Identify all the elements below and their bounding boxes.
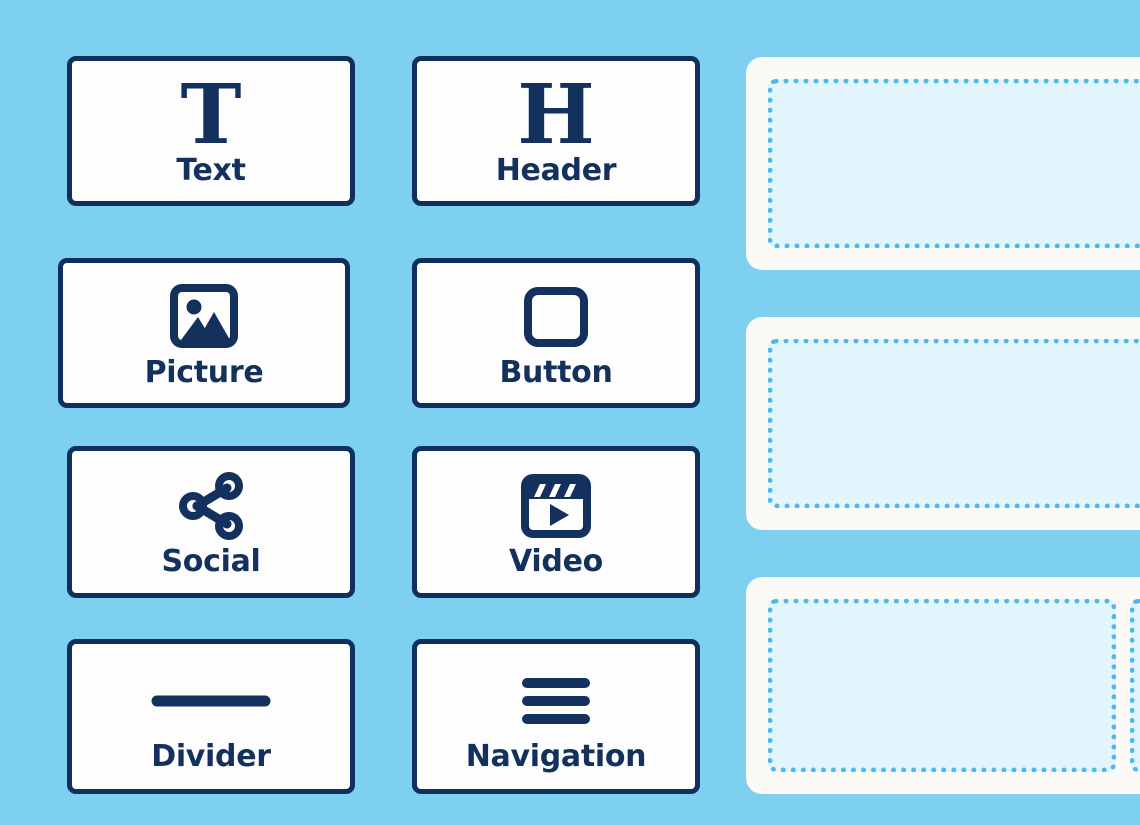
block-palette: T Text H Header Picture	[58, 56, 700, 794]
text-glyph-icon: T	[180, 67, 242, 163]
block-card-label: Button	[499, 355, 613, 390]
layout-drop-zones	[746, 0, 1140, 825]
block-card-label: Text	[176, 153, 246, 188]
drop-zone-row[interactable]	[746, 57, 1140, 270]
block-card-label: Video	[509, 544, 603, 579]
block-card-header[interactable]: H Header	[412, 56, 700, 206]
drop-slot[interactable]	[768, 79, 1140, 248]
block-card-button[interactable]: Button	[412, 258, 700, 408]
drop-slot[interactable]	[1130, 599, 1140, 772]
block-card-label: Divider	[151, 738, 271, 774]
divider-icon	[149, 662, 273, 740]
drop-slot[interactable]	[768, 599, 1116, 772]
block-card-video[interactable]: Video	[412, 446, 700, 598]
navigation-menu-icon	[516, 662, 596, 740]
drop-zone-row[interactable]	[746, 577, 1140, 794]
social-share-icon	[173, 467, 249, 545]
block-card-label: Header	[495, 153, 617, 188]
header-glyph-icon: H	[517, 67, 595, 163]
picture-icon	[168, 278, 240, 356]
block-card-divider[interactable]: Divider	[67, 639, 355, 794]
block-card-social[interactable]: Social	[67, 446, 355, 598]
block-card-label: Navigation	[465, 738, 647, 774]
block-card-text[interactable]: T Text	[67, 56, 355, 206]
block-card-picture[interactable]: Picture	[58, 258, 350, 408]
drop-slot[interactable]	[768, 339, 1140, 508]
drop-zone-row[interactable]	[746, 317, 1140, 530]
block-card-navigation[interactable]: Navigation	[412, 639, 700, 794]
video-clapper-icon	[520, 467, 592, 545]
button-icon	[522, 278, 590, 356]
block-card-label: Social	[161, 544, 261, 579]
block-card-label: Picture	[144, 355, 264, 390]
